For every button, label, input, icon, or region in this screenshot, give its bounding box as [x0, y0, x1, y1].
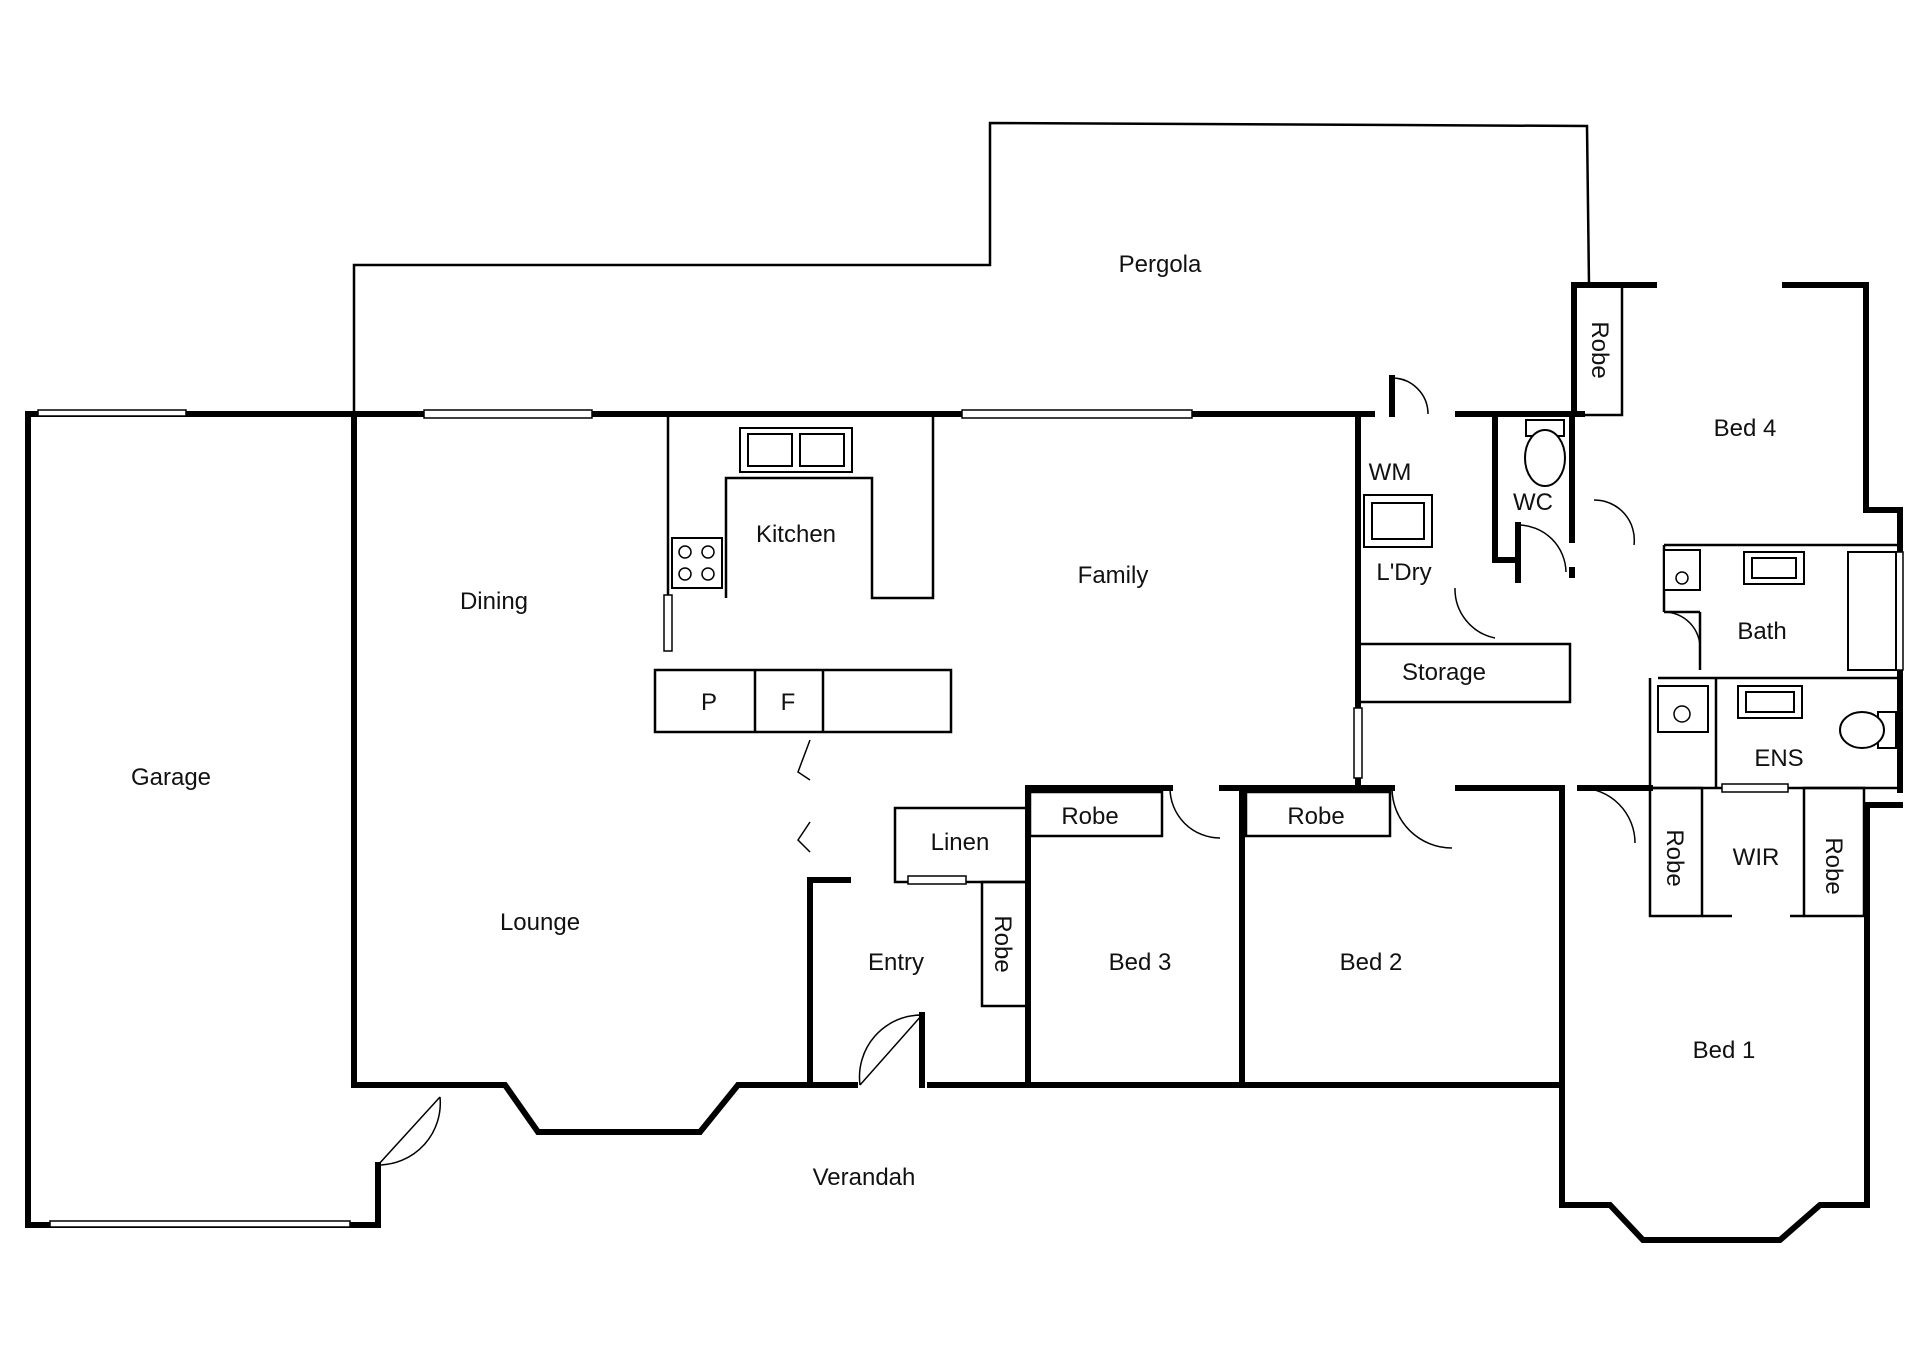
label-lounge: Lounge: [500, 909, 580, 936]
interior-walls: [653, 283, 1900, 1088]
label-storage: Storage: [1402, 659, 1486, 686]
label-pantry: P: [701, 689, 717, 716]
label-ens: ENS: [1754, 745, 1803, 772]
door-swings: [377, 377, 1701, 1166]
label-laundry: L'Dry: [1376, 559, 1431, 586]
exterior-walls: [25, 282, 1903, 1243]
label-kitchen: Kitchen: [756, 521, 836, 548]
label-linen: Linen: [931, 829, 990, 856]
label-bed4: Bed 4: [1714, 415, 1777, 442]
windows: [37, 409, 1904, 1228]
label-robe-wir-right: Robe: [1820, 837, 1847, 894]
label-robe-bed3: Robe: [1061, 803, 1118, 830]
label-bed3: Bed 3: [1109, 949, 1172, 976]
label-bed1: Bed 1: [1693, 1037, 1756, 1064]
label-wir: WIR: [1733, 844, 1780, 871]
pergola-outline: [352, 121, 1591, 414]
fixtures: [671, 419, 1897, 749]
label-robe-entry: Robe: [989, 915, 1016, 972]
label-wc: WC: [1513, 489, 1553, 516]
label-robe-bed4: Robe: [1586, 321, 1613, 378]
label-bath: Bath: [1737, 618, 1786, 645]
label-verandah: Verandah: [813, 1164, 916, 1191]
label-garage: Garage: [131, 764, 211, 791]
room-labels: Pergola Robe Bed 4 WM WC Kitchen Family …: [131, 251, 1847, 1191]
label-wm: WM: [1369, 459, 1412, 486]
label-robe-wir-left: Robe: [1661, 829, 1688, 886]
label-family: Family: [1078, 562, 1149, 589]
label-dining: Dining: [460, 588, 528, 615]
label-robe-bed2: Robe: [1287, 803, 1344, 830]
label-entry: Entry: [868, 949, 924, 976]
label-pergola: Pergola: [1119, 251, 1202, 278]
label-bed2: Bed 2: [1340, 949, 1403, 976]
label-fridge: F: [781, 689, 796, 716]
